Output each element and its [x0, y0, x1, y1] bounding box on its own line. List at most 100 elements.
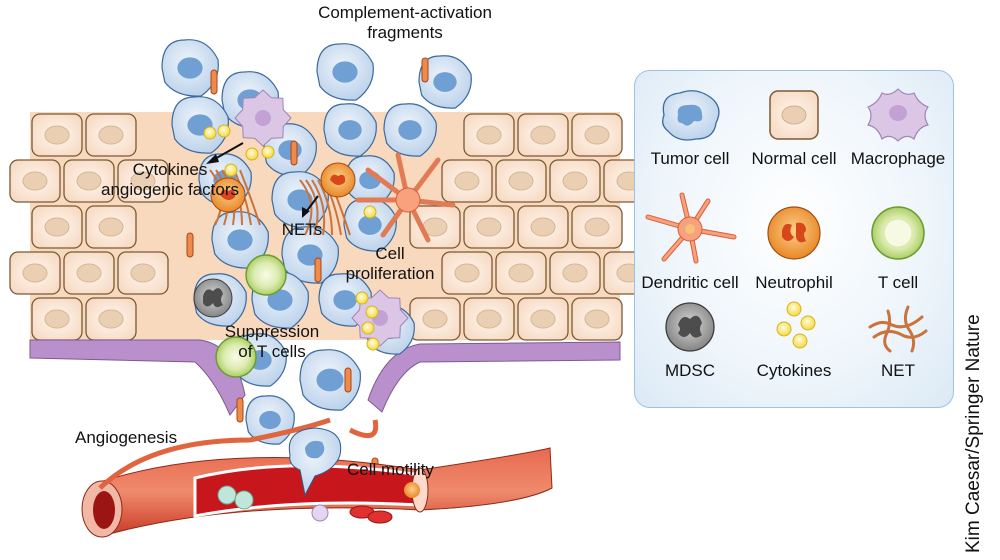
normal-cell: [517, 205, 569, 249]
macrophage-nucleus: [255, 110, 271, 126]
migrating-tumor-cell: [288, 427, 342, 497]
legend-label: Normal cell: [751, 149, 837, 168]
normal-cell-nucleus: [22, 263, 48, 283]
image-credit: Kim Caesar/Springer Nature: [963, 314, 984, 553]
neutrophil-nucleus: [220, 189, 236, 201]
label-complement-line2: fragments: [367, 23, 443, 42]
tumor-cell: [281, 226, 339, 284]
normal-cell: [441, 159, 493, 203]
legend-label: Tumor cell: [650, 149, 730, 168]
legend-label: Neutrophil: [755, 273, 833, 292]
arrow-cytokines: [212, 142, 244, 161]
normal-cell: [9, 251, 61, 295]
blood-cell-green: [217, 485, 237, 505]
legend-item-net: NET: [843, 297, 953, 381]
normal-cell: [31, 205, 83, 249]
normal-cell-nucleus: [476, 125, 502, 145]
legend-item-neutrophil: Neutrophil: [739, 197, 849, 293]
normal-cell-nucleus: [508, 171, 534, 191]
normal-cell: [31, 113, 83, 157]
tumor-cell-nucleus: [287, 189, 313, 211]
tissue-layer: [9, 112, 655, 341]
normal-cell: [549, 159, 601, 203]
normal-cell-nucleus: [562, 263, 588, 283]
legend-label: NET: [881, 361, 915, 380]
normal-cell: [63, 251, 115, 295]
t-cell-body: [215, 336, 257, 378]
cytokine: [366, 337, 380, 351]
tumor-cell: [161, 39, 219, 97]
tumor-mass: [161, 39, 472, 483]
cytokine: [217, 124, 231, 138]
normal-cell-nucleus: [530, 125, 556, 145]
normal-cell-icon: [769, 90, 819, 140]
label-cytokines: Cytokines angiogenic factors: [80, 160, 260, 200]
legend-label: Macrophage: [850, 149, 946, 168]
mdsc-icon: [665, 302, 715, 352]
blood-cell-green: [234, 490, 254, 510]
normal-cell: [517, 113, 569, 157]
cytokine: [245, 147, 259, 161]
arrow-head: [302, 207, 310, 218]
tumor-cell-nucleus: [259, 410, 281, 430]
tumor-cell-nucleus: [433, 72, 457, 92]
normal-cell: [495, 251, 547, 295]
normal-cell-nucleus: [22, 171, 48, 191]
legend-item-mdsc: MDSC: [635, 297, 745, 381]
t-cell-icon: [871, 206, 925, 260]
normal-cell-nucleus: [530, 217, 556, 237]
normal-cell: [63, 159, 115, 203]
normal-cell-nucleus: [476, 217, 502, 237]
normal-cell-nucleus: [562, 171, 588, 191]
blood-neutrophil: [404, 482, 420, 498]
normal-cell: [463, 205, 515, 249]
blood-cell-macrophage: [311, 504, 329, 522]
tumor-cell-nucleus: [333, 290, 357, 310]
normal-cell: [9, 159, 61, 203]
tumor-cell-nucleus: [267, 289, 293, 311]
normal-cell-nucleus: [98, 125, 124, 145]
label-cytokines-line2: angiogenic factors: [101, 180, 239, 199]
label-proliferation-line1: Cell: [375, 244, 405, 263]
arrow-head: [206, 154, 219, 164]
complement-fragment: [290, 140, 298, 166]
label-proliferation: Cell proliferation: [330, 244, 450, 284]
label-suppression-line2: of T cells: [238, 342, 306, 361]
mdsc: [193, 278, 233, 318]
normal-cell-nucleus: [44, 217, 70, 237]
dendritic-cell-icon: [645, 192, 737, 264]
tumor-cell-nucleus: [332, 61, 358, 83]
t-cell: [215, 336, 257, 378]
tumor-cell-nucleus: [177, 57, 203, 79]
tumor-cell: [211, 211, 269, 269]
normal-cell: [495, 159, 547, 203]
normal-cell-nucleus: [130, 171, 156, 191]
normal-cell-grid: [9, 113, 655, 341]
normal-cell-nucleus: [44, 125, 70, 145]
normal-cell-nucleus: [584, 125, 610, 145]
tumor-cell: [343, 198, 397, 252]
legend-item-dendritic-cell: Dendritic cell: [635, 189, 745, 293]
t-cell-body: [245, 254, 287, 296]
normal-cell: [31, 297, 83, 341]
tumor-cell-nucleus: [338, 120, 362, 140]
macrophage-icon: [867, 88, 929, 142]
normal-cell-nucleus: [476, 309, 502, 329]
normal-cell: [409, 205, 461, 249]
tumor-cell-nucleus: [278, 140, 302, 160]
label-proliferation-line2: proliferation: [345, 264, 435, 283]
normal-cell-nucleus: [76, 263, 102, 283]
normal-cell: [409, 297, 461, 341]
tumor-nucleus: [305, 440, 325, 459]
normal-cell-nucleus: [508, 263, 534, 283]
cytokine: [363, 205, 377, 219]
neutrophil: [210, 177, 246, 213]
normal-cell: [85, 205, 137, 249]
tumor-cell-nucleus: [227, 229, 253, 251]
normal-cell-nucleus: [584, 309, 610, 329]
normal-cell: [117, 159, 169, 203]
normal-cell: [441, 251, 493, 295]
normal-cell-nucleus: [454, 171, 480, 191]
cytokine: [261, 145, 275, 159]
vessel-lumen-end: [93, 491, 115, 529]
